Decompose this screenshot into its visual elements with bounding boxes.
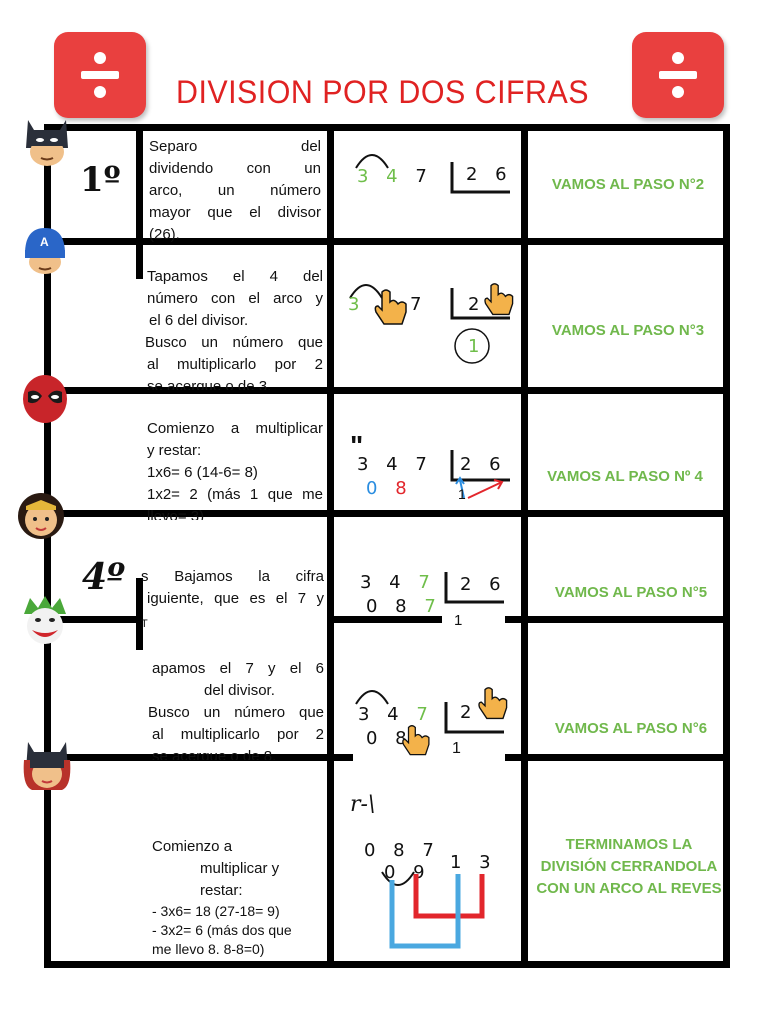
row-2-action: VAMOS AL PASO N°3 [551,322,705,339]
pointing-hand-icon [478,687,508,720]
batman-face-icon [26,120,68,166]
row-3-action: VAMOS AL PASO Nº 4 [547,468,703,485]
row-6-quotient: 1 3 [450,852,497,873]
row-3-dividend: 3 4 7 [357,454,433,475]
row-1-dividend: 3 4 7 [357,166,433,187]
grid-vline-right [521,124,528,968]
division-bracket [450,162,510,194]
grid-vline-edge [723,124,730,968]
row-3-divisor: 2 6 [460,454,507,475]
row-4-line2: 0 8 7 [366,596,442,617]
row-6-line1: 0 8 7 [364,840,440,861]
row-2-dividend: 3 [348,294,366,315]
row-5-quotient: 1 [452,740,461,757]
row-4-quotient: 1 [454,612,463,629]
row-5-dividend: 3 4 7 [358,704,434,725]
quote-mark: " [350,430,364,461]
step-1-marker: 1º [80,160,121,200]
multiply-arrows [455,476,504,499]
grid-line [48,387,730,394]
row-5-line2: 0 8 [366,728,413,749]
row-3-quotient: 1 [458,486,466,502]
r-mark: r-\ [350,792,376,817]
division-arc [349,284,383,299]
row-2-divisor: 2 [468,294,486,315]
grid-line [330,616,442,623]
pointing-hand-icon [484,283,514,316]
divide-icon-left [54,32,146,118]
division-bracket [450,450,510,482]
page-title: DIVISION POR DOS CIFRAS [176,74,589,110]
multiply-lines [389,874,485,949]
grid-vline-mid [327,124,334,968]
batgirl-face-icon [23,742,71,790]
joker-face-icon [24,596,66,644]
row-4-divisor: 2 6 [460,574,507,595]
row-5-divisor: 2 [460,702,478,723]
divide-icon-right [632,32,724,118]
grid-vline-inner [136,578,143,650]
row-4-action: VAMOS AL PASO N°5 [554,584,708,601]
row-5-action: VAMOS AL PASO N°6 [554,720,708,737]
row-2-text: Tapamos el 4 del número con el arco y el… [145,268,323,390]
deadpool-face-icon [23,375,67,423]
step-4-marker: 4º [82,556,126,598]
row-4-text: s Bajamos la cifra iguiente, que es el 7… [141,568,324,630]
grid-vline-left [44,124,51,968]
row-1-divisor: 2 6 [466,164,513,185]
pointing-hand-icon [374,289,407,325]
grid-line [48,616,143,623]
grid-vline-inner [136,124,143,279]
division-bracket [444,572,504,604]
row-5-text: apamos el 7 y el 6 del divisor. Busco un… [148,660,324,760]
grid-line [48,238,730,245]
reverse-arc [381,871,415,886]
row-1-text: Separo del dividendo con un arco, un núm… [149,138,321,243]
captain-america-face-icon: A [25,228,65,274]
quotient-circle [454,328,490,364]
svg-text:A: A [40,235,49,249]
division-bracket [444,702,504,734]
row-4-dividend: 3 4 7 [360,572,436,593]
grid-line-top [48,124,730,131]
row-3-text: Comienzo a multiplicar y restar: 1x6= 6 … [147,420,323,520]
division-bracket [450,288,510,320]
row-2-dividend-rest: 7 [410,294,428,315]
grid-line [505,754,730,761]
row-6-text: Comienzo a multiplicar y restar: - 3x6= … [152,838,292,957]
row-1-action: VAMOS AL PASO N°2 [551,176,705,193]
row-6-action: TERMINAMOS LA DIVISIÓN CERRANDOLA CON UN… [536,836,722,897]
division-arc [355,690,389,705]
grid-line [48,754,353,761]
row-3-remainder: 0 8 [366,478,413,499]
grid-line [505,616,730,623]
division-arc [355,154,389,169]
grid-line [48,510,730,517]
pointing-hand-icon [402,725,430,756]
grid-line-bottom [44,961,730,968]
wonder-woman-face-icon [18,493,64,539]
row-2-quotient: 1 [468,336,486,357]
